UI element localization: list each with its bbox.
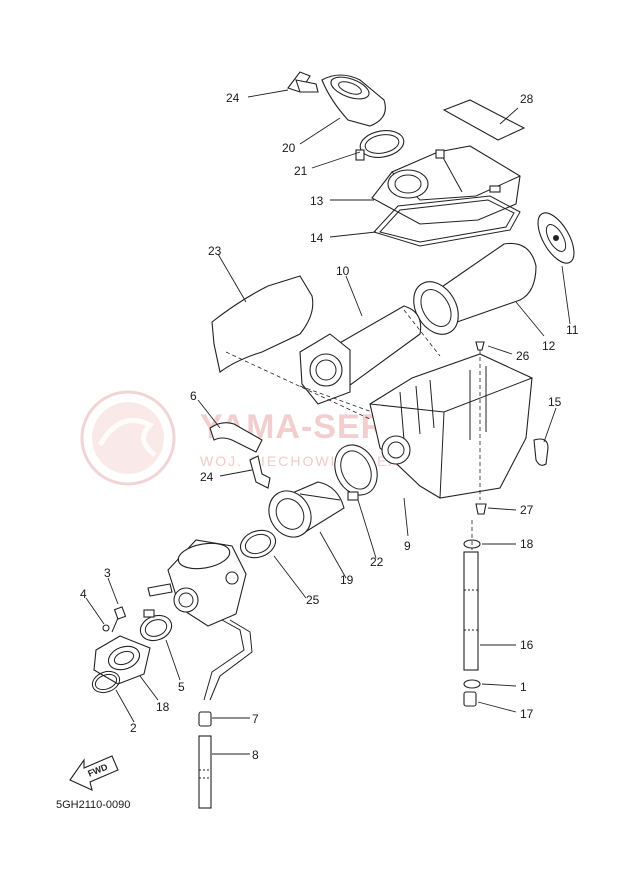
part-19-intake-tube xyxy=(268,481,345,538)
callout-5: 5 xyxy=(178,680,185,694)
part-17-plug xyxy=(463,691,477,707)
callout-14: 14 xyxy=(310,231,324,245)
part-9-airbox-case xyxy=(369,353,533,499)
part-28-label xyxy=(442,99,526,141)
callout-2: 2 xyxy=(130,721,137,735)
part-11-cap xyxy=(537,212,575,264)
callout-22: 22 xyxy=(370,555,384,569)
callout-15: 15 xyxy=(548,395,562,409)
callout-24-top: 24 xyxy=(226,91,240,105)
callout-1: 18 xyxy=(156,700,170,714)
callout-24-lower: 24 xyxy=(200,470,214,484)
part-2-oring xyxy=(91,670,121,694)
callout-23: 23 xyxy=(208,244,222,258)
callout-26: 26 xyxy=(516,349,530,363)
assembly-centerlines xyxy=(225,309,481,550)
forward-arrow-icon: FWD xyxy=(69,755,119,791)
diagram-code: 5GH2110-0090 xyxy=(56,799,130,811)
part-14-gasket xyxy=(373,195,521,247)
part-23-shield xyxy=(211,275,314,373)
part-6-hose xyxy=(209,422,263,453)
callout-21: 21 xyxy=(294,164,308,178)
part-24-elbow-lower xyxy=(249,455,271,489)
callout-8: 8 xyxy=(252,748,259,762)
leader-lines xyxy=(85,89,571,755)
part-4-washer xyxy=(102,624,110,632)
part-15-clip xyxy=(533,438,549,466)
part-1-manifold xyxy=(93,635,151,685)
callout-6: 6 xyxy=(190,389,197,403)
part-7-fitting xyxy=(198,711,212,727)
part-3-bolt xyxy=(111,606,127,633)
part-20-joint xyxy=(321,74,386,127)
part-8-drain-pipe xyxy=(198,735,212,809)
callout-25: 25 xyxy=(306,593,320,607)
callout-18-upper: 18 xyxy=(520,537,534,551)
callout-27: 27 xyxy=(520,503,534,517)
part-10-filter-inner xyxy=(299,305,422,405)
part-27-screw xyxy=(475,503,487,515)
part-13-cover xyxy=(371,145,521,225)
part-24-elbow-top xyxy=(287,71,319,93)
callout-17: 17 xyxy=(520,707,534,721)
callout-19: 19 xyxy=(340,573,354,587)
callout-labels: 24 28 20 21 13 14 23 10 11 12 26 6 15 24… xyxy=(80,91,579,762)
callout-3: 3 xyxy=(104,566,111,580)
callout-18-lower: 1 xyxy=(520,680,527,694)
part-12-filter-outer xyxy=(413,242,537,335)
callout-20: 20 xyxy=(282,141,296,155)
callout-13: 13 xyxy=(310,194,324,208)
part-25-clamp xyxy=(239,529,277,559)
callout-28: 28 xyxy=(520,92,534,106)
callout-9: 9 xyxy=(404,539,411,553)
part-16-drain-tube xyxy=(463,551,479,671)
callout-7: 7 xyxy=(252,712,259,726)
part-18-clip-lower xyxy=(463,679,481,689)
callout-11: 11 xyxy=(566,323,579,337)
part-21-clamp xyxy=(355,130,405,161)
part-5-clamp xyxy=(139,609,173,642)
part-22-ring xyxy=(334,444,378,501)
callout-12: 12 xyxy=(542,339,556,353)
callout-10: 10 xyxy=(336,264,350,278)
callout-16: 16 xyxy=(520,638,534,652)
part-26-screw xyxy=(475,341,485,351)
callout-4: 4 xyxy=(80,587,87,601)
part-carburetor xyxy=(147,539,253,701)
